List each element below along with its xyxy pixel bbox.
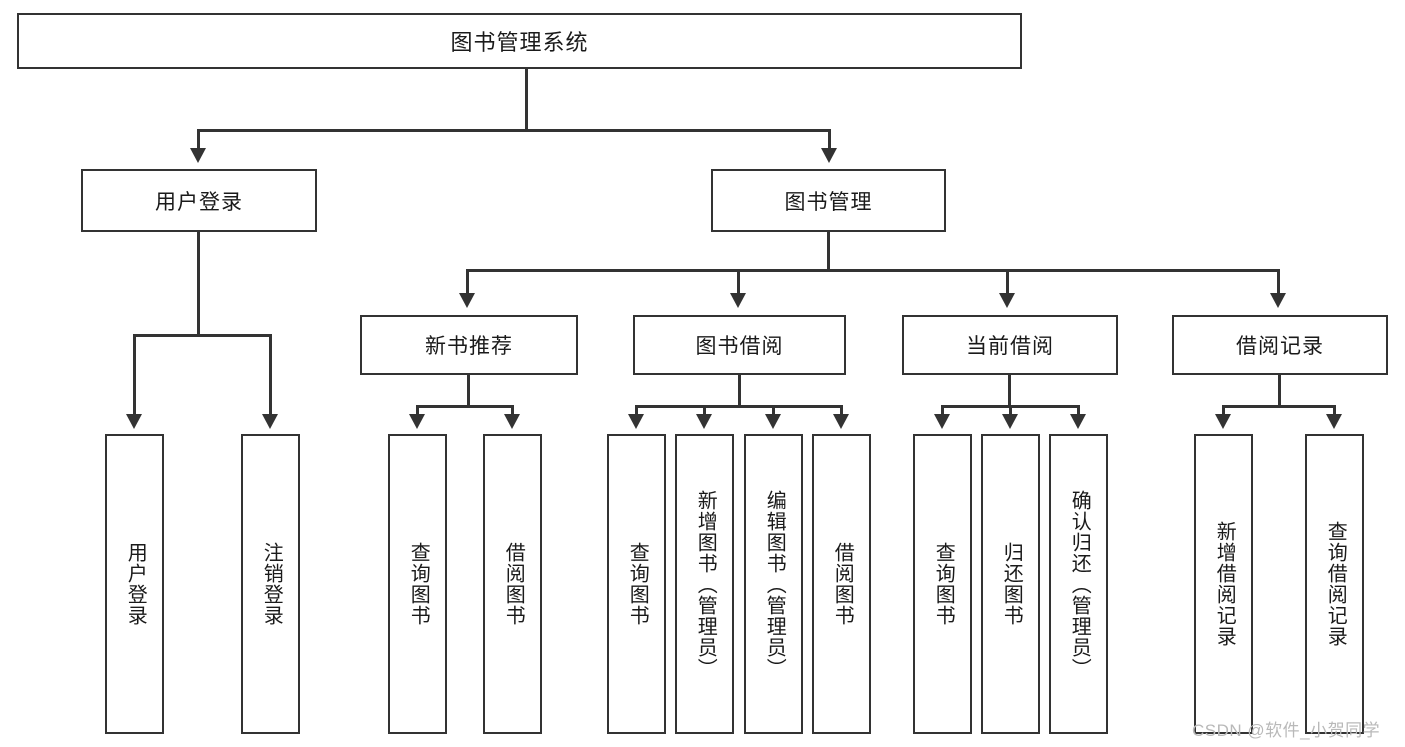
arrow-user-login-leaf-2: [262, 414, 278, 429]
arrow-new-book-leaf-2: [504, 414, 520, 429]
connector-current-borrow-stem: [1008, 375, 1011, 408]
arrow-new-book-leaf-1: [409, 414, 425, 429]
connector-new-book-stem: [467, 375, 470, 408]
node-label: 查询借阅记录: [1324, 521, 1347, 647]
arrow-level2-borrow-record: [1270, 293, 1286, 308]
leaf-user-login-logout[interactable]: 注销登录: [241, 434, 300, 734]
connector-new-book-bus: [416, 405, 513, 408]
arrow-book-borrow-leaf-4: [833, 414, 849, 429]
node-label: 图书管理系统: [450, 30, 589, 55]
node-label: 查询图书: [407, 542, 430, 626]
node-label: 归还图书: [1000, 542, 1023, 626]
leaf-book-borrow-add-book-admin[interactable]: 新增图书（管理员）: [675, 434, 734, 734]
arrow-borrow-record-leaf-2: [1326, 414, 1342, 429]
leaf-book-borrow-edit-book-admin[interactable]: 编辑图书（管理员）: [744, 434, 803, 734]
arrow-current-borrow-leaf-1: [934, 414, 950, 429]
node-label: 编辑图书（管理员）: [763, 489, 786, 679]
node-label: 借阅图书: [502, 542, 525, 626]
connector-root-to-user-login: [197, 129, 200, 151]
connector-level2-drop-4: [1277, 269, 1280, 295]
node-label: 注销登录: [260, 542, 283, 626]
connector-root-stem: [525, 69, 528, 131]
arrow-level2-new-book: [459, 293, 475, 308]
leaf-borrow-record-add-record[interactable]: 新增借阅记录: [1194, 434, 1253, 734]
arrow-user-login-leaf-1: [126, 414, 142, 429]
leaf-book-borrow-query-book[interactable]: 查询图书: [607, 434, 666, 734]
connector-level2-drop-3: [1006, 269, 1009, 295]
node-label: 借阅图书: [831, 542, 854, 626]
arrow-root-to-user-login: [190, 148, 206, 163]
node-label: 新增图书（管理员）: [694, 489, 717, 679]
node-label: 新增借阅记录: [1213, 521, 1236, 647]
node-label: 用户登录: [155, 190, 243, 214]
connector-book-borrow-bus: [635, 405, 843, 408]
watermark-text: CSDN @软件_小贺同学: [1192, 721, 1381, 740]
leaf-new-book-borrow-book[interactable]: 借阅图书: [483, 434, 542, 734]
connector-user-login-drop-1: [133, 334, 136, 416]
connector-root-to-book-management: [828, 129, 831, 151]
connector-root-bus: [197, 129, 831, 132]
leaf-user-login-login[interactable]: 用户登录: [105, 434, 164, 734]
connector-new-book-drop-1: [416, 405, 419, 416]
arrow-level2-current-borrow: [999, 293, 1015, 308]
connector-borrow-record-drop-2: [1333, 405, 1336, 416]
arrow-book-borrow-leaf-3: [765, 414, 781, 429]
node-user-login[interactable]: 用户登录: [81, 169, 317, 232]
node-label: 图书借阅: [695, 335, 784, 358]
node-new-book-recommend[interactable]: 新书推荐: [360, 315, 578, 375]
node-label: 借阅记录: [1236, 335, 1324, 358]
node-label: 当前借阅: [966, 335, 1054, 358]
connector-book-borrow-drop-3: [772, 405, 775, 416]
arrow-level2-book-borrow: [730, 293, 746, 308]
arrow-book-borrow-leaf-1: [628, 414, 644, 429]
node-label: 用户登录: [124, 542, 147, 626]
connector-book-borrow-drop-1: [635, 405, 638, 416]
arrow-current-borrow-leaf-3: [1070, 414, 1086, 429]
connector-current-borrow-drop-1: [941, 405, 944, 416]
leaf-borrow-record-query-record[interactable]: 查询借阅记录: [1305, 434, 1364, 734]
leaf-current-borrow-query-book[interactable]: 查询图书: [913, 434, 972, 734]
leaf-current-borrow-confirm-return-admin[interactable]: 确认归还（管理员）: [1049, 434, 1108, 734]
connector-book-management-stem: [827, 232, 830, 272]
node-book-management[interactable]: 图书管理: [711, 169, 946, 232]
connector-level2-drop-1: [466, 269, 469, 295]
node-current-borrow[interactable]: 当前借阅: [902, 315, 1118, 375]
node-book-borrow[interactable]: 图书借阅: [633, 315, 846, 375]
node-root-book-management-system[interactable]: 图书管理系统: [17, 13, 1022, 69]
connector-current-borrow-drop-3: [1077, 405, 1080, 416]
node-label: 新书推荐: [425, 335, 513, 358]
connector-new-book-drop-2: [511, 405, 514, 416]
connector-user-login-drop-2: [269, 334, 272, 416]
connector-level2-drop-2: [737, 269, 740, 295]
connector-borrow-record-drop-1: [1222, 405, 1225, 416]
connector-borrow-record-bus: [1222, 405, 1336, 408]
connector-user-login-bus: [133, 334, 272, 337]
leaf-book-borrow-borrow-book[interactable]: 借阅图书: [812, 434, 871, 734]
node-borrow-record[interactable]: 借阅记录: [1172, 315, 1388, 375]
connector-book-borrow-stem: [738, 375, 741, 408]
arrow-root-to-book-management: [821, 148, 837, 163]
leaf-current-borrow-return-book[interactable]: 归还图书: [981, 434, 1040, 734]
node-label: 查询图书: [932, 542, 955, 626]
arrow-current-borrow-leaf-2: [1002, 414, 1018, 429]
connector-current-borrow-drop-2: [1009, 405, 1012, 416]
connector-borrow-record-stem: [1278, 375, 1281, 408]
node-label: 图书管理: [784, 190, 873, 214]
node-label: 查询图书: [626, 542, 649, 626]
connector-book-borrow-drop-2: [703, 405, 706, 416]
connector-level2-bus: [466, 269, 1280, 272]
leaf-new-book-query-book[interactable]: 查询图书: [388, 434, 447, 734]
arrow-borrow-record-leaf-1: [1215, 414, 1231, 429]
node-label: 确认归还（管理员）: [1068, 489, 1091, 679]
arrow-book-borrow-leaf-2: [696, 414, 712, 429]
connector-book-borrow-drop-4: [840, 405, 843, 416]
connector-user-login-stem: [197, 232, 200, 336]
